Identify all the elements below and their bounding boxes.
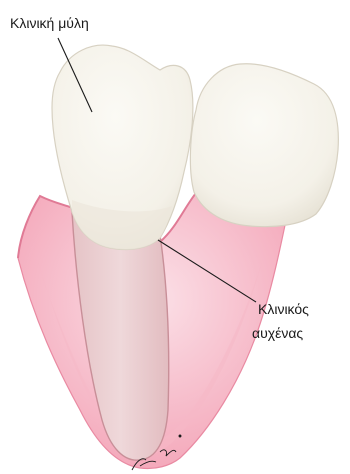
neck-label-line2: αυχένας <box>252 325 303 341</box>
crown-label: Κλινική μύλη <box>10 15 89 31</box>
neighbor-tooth-crown <box>190 64 338 227</box>
neck-label-line1: Κλινικός <box>258 301 309 317</box>
